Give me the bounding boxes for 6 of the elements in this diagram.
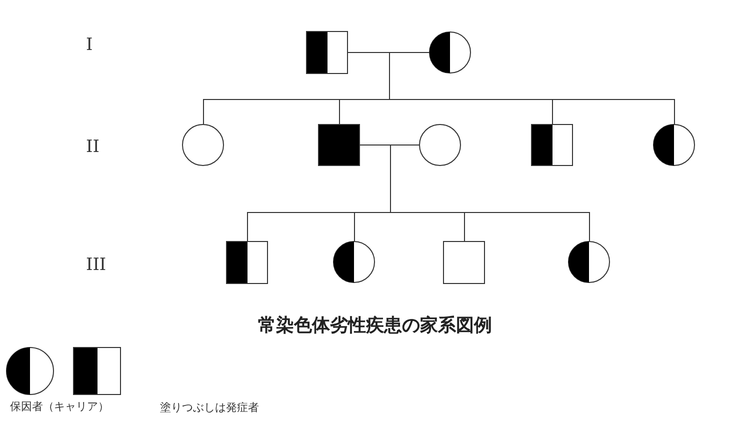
generation-numeral: II <box>86 137 100 157</box>
legend-text: 保因者（キャリア） <box>10 399 109 414</box>
diagram-title: 常染色体劣性疾患の家系図例 <box>258 314 492 337</box>
note-text: 塗りつぶしは発症者 <box>160 400 259 415</box>
generation-numeral: III <box>86 255 106 275</box>
generation-numeral: I <box>86 35 93 55</box>
